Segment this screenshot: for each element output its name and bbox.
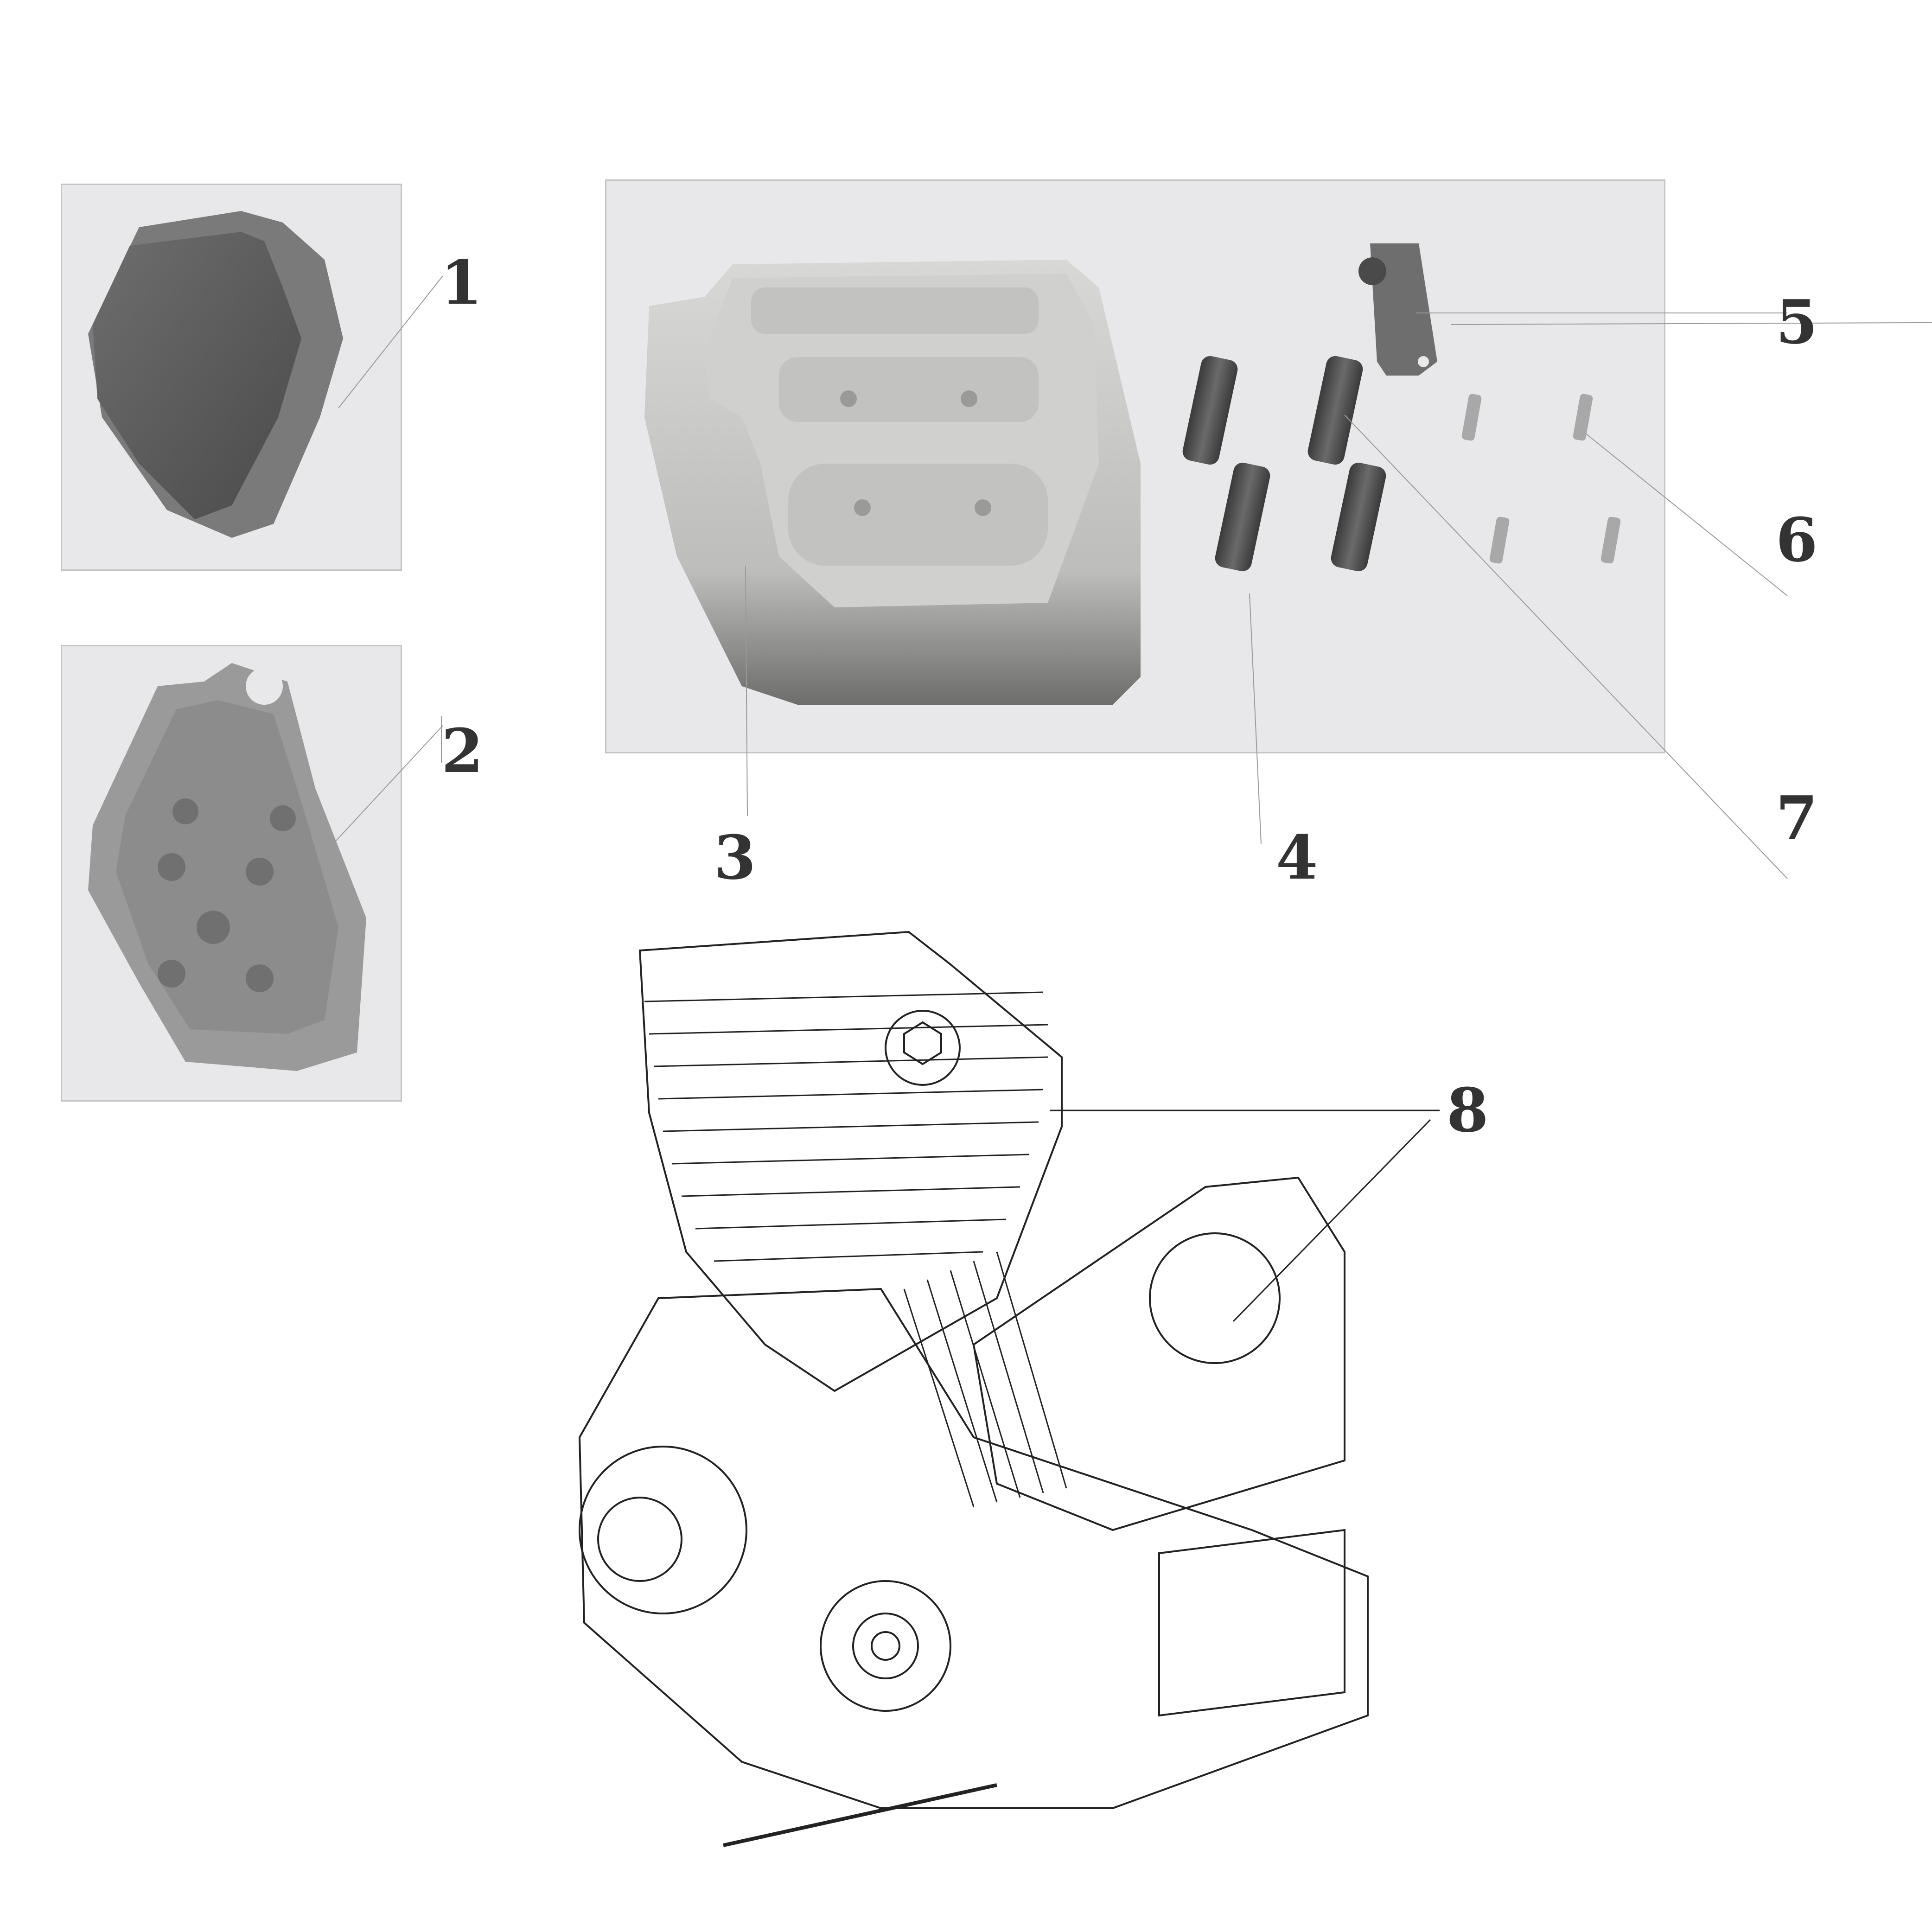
callout-8: 8 (1447, 1075, 1489, 1146)
callout-5: 5 (1776, 287, 1818, 357)
callout-3: 3 (714, 822, 756, 893)
callout-4: 4 (1276, 822, 1318, 893)
callout-1: 1 (440, 247, 483, 318)
main-parts-panel (605, 179, 1665, 753)
part-8-engine (578, 931, 1369, 1847)
callout-2: 2 (441, 715, 484, 786)
part-2-panel (61, 645, 402, 1102)
leader-lines-engine (1050, 1109, 1440, 1322)
callout-7: 7 (1776, 783, 1818, 854)
callout-6: 6 (1776, 504, 1818, 575)
part-1-panel (61, 184, 402, 571)
